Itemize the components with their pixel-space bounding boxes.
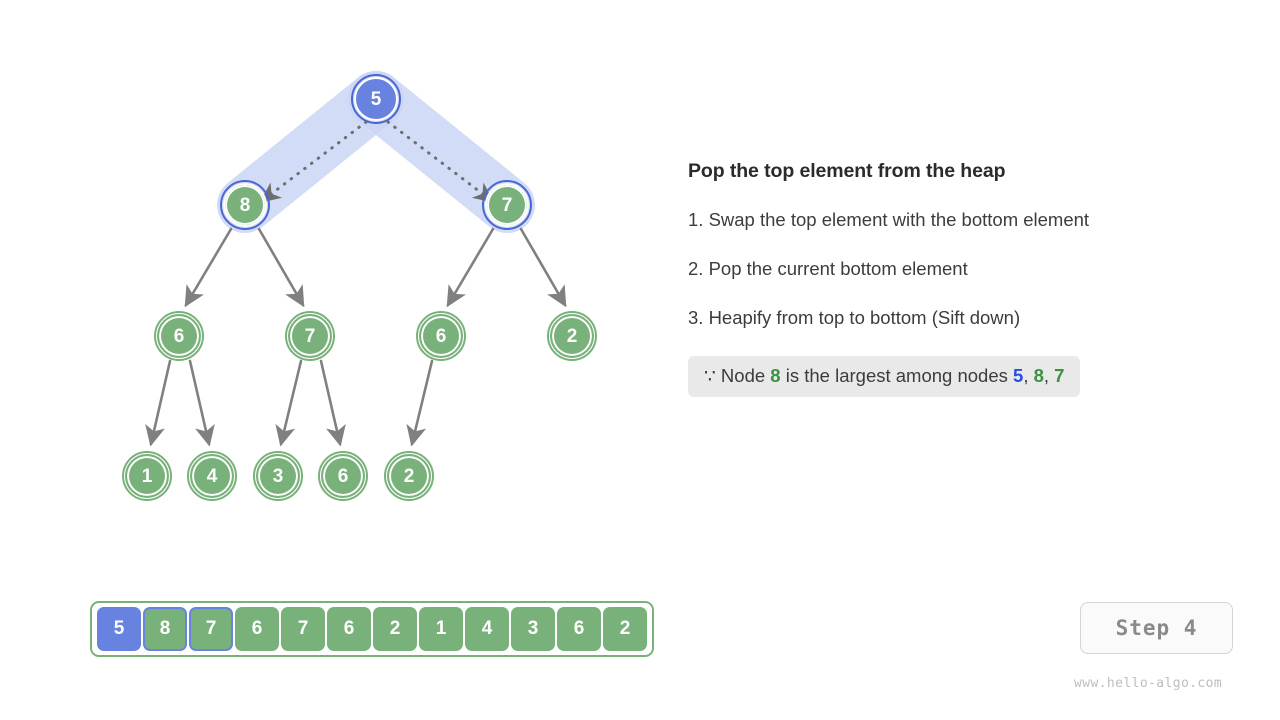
tree-edge [446,227,495,308]
array-cell[interactable]: 5 [97,607,141,651]
tree-node-label: 2 [403,465,415,487]
tree-edges-svg [145,71,567,447]
array-cell-value: 7 [205,618,217,639]
tree-node[interactable]: 6 [318,451,368,501]
hint-box: ∵ Node 8 is the largest among nodes 5, 8… [688,356,1081,397]
array-cell[interactable]: 2 [373,607,417,651]
tree-node[interactable]: 3 [253,451,303,501]
hint-text-middle: is the largest among nodes [780,365,1014,386]
tree-node-root[interactable]: 5 [351,74,401,124]
tree-edge [319,359,346,447]
array-cell[interactable]: 6 [327,607,371,651]
step-badge-label: Step 4 [1115,616,1198,640]
watermark: www.hello-algo.com [1074,676,1223,691]
array-cell-value: 1 [435,618,447,639]
tree-edge [406,359,434,447]
array-cell[interactable]: 3 [511,607,555,651]
tree-node-label: 4 [206,465,218,487]
array-cell[interactable]: 6 [235,607,279,651]
tree-node[interactable]: 6 [154,311,204,361]
because-symbol: ∵ [704,365,716,386]
array-cell[interactable]: 7 [189,607,233,651]
array-cell[interactable]: 4 [465,607,509,651]
hint-node-c: 7 [1054,365,1065,386]
step-item-2: 2. Pop the current bottom element [688,258,968,279]
tree-edge-group [145,227,567,447]
tree-node-label: 7 [304,325,316,347]
tree-node-label: 8 [239,194,251,216]
tree-edge [257,227,305,308]
array-cell[interactable]: 8 [143,607,187,651]
array-cell-value: 6 [573,618,585,639]
tree-node[interactable]: 2 [547,311,597,361]
array-cell-value: 6 [251,618,263,639]
tree-edge [519,227,567,308]
tree-node-label: 5 [370,88,382,110]
tree-node-label: 6 [337,465,349,487]
page-title: Pop the top element from the heap [688,160,1006,182]
explanation-panel: Pop the top element from the heap 1. Swa… [688,160,1228,397]
tree-node-label: 3 [272,465,284,487]
array-cell[interactable]: 6 [557,607,601,651]
array-cell-value: 3 [527,618,539,639]
array-cell[interactable]: 1 [419,607,463,651]
heap-array: 5 8 7 6 7 6 2 1 4 3 6 2 [90,601,654,657]
tree-node-label: 2 [566,325,578,347]
hint-subject-node: 8 [770,365,781,386]
tree-edge [275,359,303,447]
array-cell-value: 5 [113,618,125,639]
array-cell[interactable]: 2 [603,607,647,651]
array-cell-value: 4 [481,618,493,639]
tree-node-label: 6 [435,325,447,347]
step-item-3: 3. Heapify from top to bottom (Sift down… [688,307,1021,328]
array-cell-value: 2 [389,618,401,639]
tree-node-left-child[interactable]: 8 [220,180,270,230]
tree-node-label: 1 [141,465,153,487]
hint-sep-a: , [1023,365,1034,386]
array-cell-value: 6 [343,618,355,639]
binary-tree-diagram: 5 8 7 6 7 6 2 1 4 3 6 2 [0,0,680,560]
tree-node-label: 7 [501,194,513,216]
tree-node[interactable]: 2 [384,451,434,501]
tree-edge [184,227,233,308]
array-cell[interactable]: 7 [281,607,325,651]
tree-node-label: 6 [173,325,185,347]
tree-node[interactable]: 6 [416,311,466,361]
array-cell-value: 8 [159,618,171,639]
array-cell-value: 2 [619,618,631,639]
tree-node[interactable]: 4 [187,451,237,501]
hint-sep-b: , [1043,365,1055,386]
tree-node[interactable]: 1 [122,451,172,501]
step-item-1: 1. Swap the top element with the bottom … [688,209,1090,230]
tree-edge [145,359,172,447]
step-badge[interactable]: Step 4 [1080,602,1233,654]
hint-node-a: 5 [1013,365,1024,386]
array-cell-value: 7 [297,618,309,639]
hint-text-before: Node [715,365,771,386]
tree-node[interactable]: 7 [285,311,335,361]
tree-node-right-child[interactable]: 7 [482,180,532,230]
hint-node-b: 8 [1033,365,1044,386]
tree-edge [188,359,215,447]
